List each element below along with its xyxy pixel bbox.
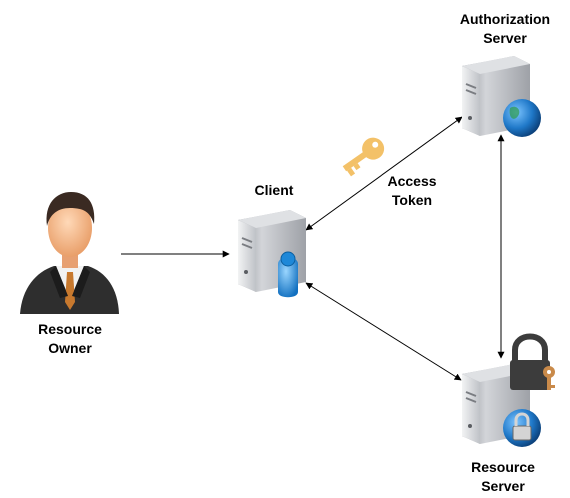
resource-owner-label: Resource Owner (38, 321, 102, 356)
access-token-label: Access Token (387, 173, 437, 208)
server-with-globe-icon (462, 56, 541, 137)
key-icon (342, 137, 385, 177)
server-with-user-icon (238, 210, 306, 298)
resource-server-label: Resource Server (471, 459, 535, 494)
client-label: Client (254, 182, 294, 198)
client-resourceserver-arrow (305, 282, 462, 381)
client-authserver-arrow (305, 116, 463, 231)
padlock-with-key-icon (510, 333, 555, 390)
businessman-icon (20, 192, 119, 314)
authorization-server-label: Authorization Server (459, 11, 551, 46)
